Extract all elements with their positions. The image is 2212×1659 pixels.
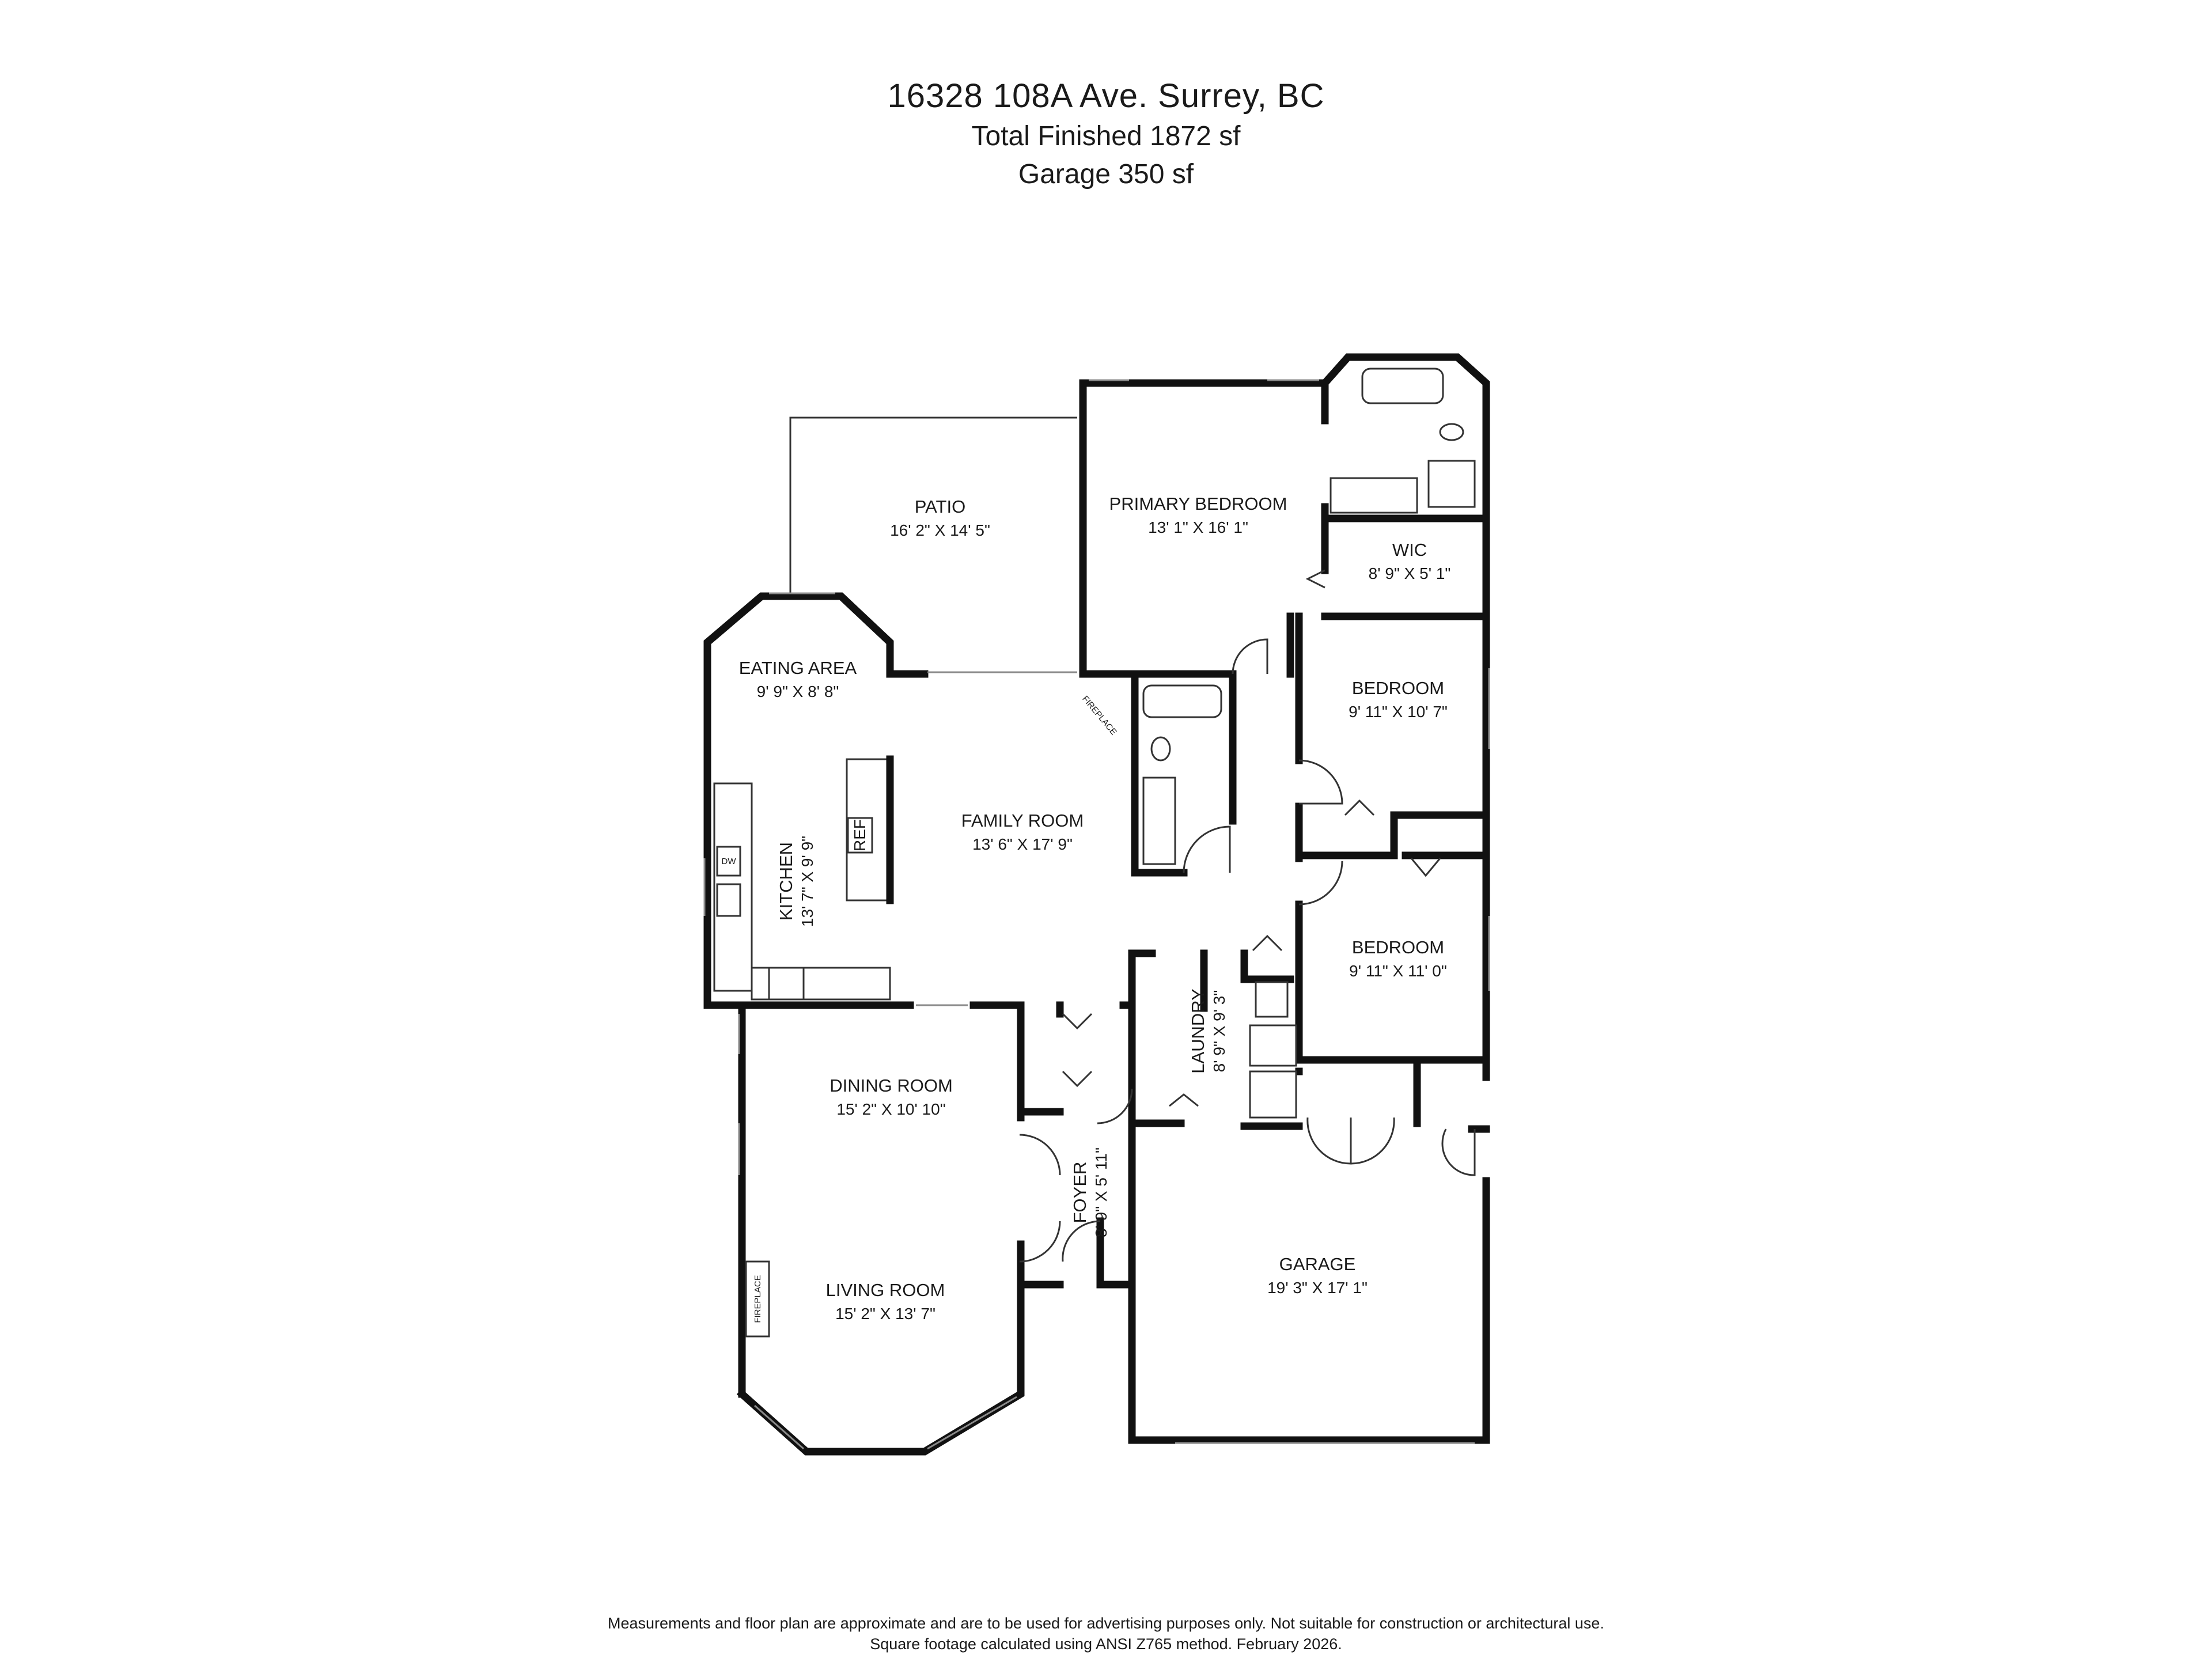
toilet-icon (1150, 736, 1171, 762)
laundry-dims: 8' 9" X 9' 3" (1210, 990, 1228, 1073)
vanity-icon (1330, 477, 1418, 514)
wic-name: WIC (1392, 540, 1427, 560)
patio-outline (789, 416, 1077, 596)
stove-icon (768, 967, 805, 1001)
dining-room-dims: 15' 2" X 10' 10" (836, 1100, 945, 1118)
foyer-dims: 8' 9" X 5' 11" (1092, 1147, 1110, 1237)
dishwasher-icon (716, 846, 741, 877)
bedroom-2-name: BEDROOM (1352, 937, 1444, 957)
refrigerator-label: REF (851, 819, 869, 851)
fireplace-living (745, 1260, 770, 1338)
bathtub-icon (1361, 368, 1444, 404)
doors (1019, 569, 1476, 1263)
plan-header: 16328 108A Ave. Surrey, BC Total Finishe… (0, 75, 2212, 194)
room-labels: PATIO 16' 2" X 14' 5" PRIMARY BEDROOM 13… (722, 494, 1451, 1323)
patio-name: PATIO (915, 497, 965, 517)
patio-dims: 16' 2" X 14' 5" (890, 521, 990, 539)
toilet-icon (1439, 423, 1464, 441)
laundry-sink-icon (1255, 981, 1289, 1018)
kitchen-dims: 13' 7" X 9' 9" (798, 836, 816, 927)
refrigerator-icon (847, 817, 873, 854)
fixtures (713, 368, 1476, 1338)
family-room-dims: 13' 6" X 17' 9" (972, 835, 1073, 853)
windows (703, 379, 1490, 1450)
kitchen-counter (751, 967, 891, 1001)
living-room-name: LIVING ROOM (826, 1280, 945, 1300)
kitchen-name: KITCHEN (776, 842, 796, 921)
bedroom-1-dims: 9' 11" X 10' 7" (1349, 703, 1448, 721)
fireplace-living-label: FIREPLACE (753, 1275, 763, 1323)
bathtub-icon (1142, 684, 1222, 718)
garage-area: Garage 350 sf (1018, 159, 1194, 190)
dining-room-name: DINING ROOM (830, 1075, 953, 1096)
dishwasher-label: DW (722, 857, 737, 866)
living-room-dims: 15' 2" X 13' 7" (835, 1305, 935, 1323)
disclaimer-line-1: Measurements and floor plan are approxim… (608, 1615, 1604, 1632)
bedroom-1-name: BEDROOM (1352, 678, 1444, 698)
eating-area-name: EATING AREA (739, 658, 857, 678)
washer-icon (1249, 1024, 1297, 1067)
vanity-icon (1142, 777, 1176, 865)
laundry-name: LAUNDRY (1188, 988, 1208, 1074)
garage-name: GARAGE (1279, 1254, 1356, 1274)
foyer-name: FOYER (1070, 1162, 1090, 1224)
disclaimer-line-2: Square footage calculated using ANSI Z76… (870, 1635, 1342, 1653)
family-room-name: FAMILY ROOM (961, 810, 1084, 831)
total-finished-area: Total Finished 1872 sf (971, 121, 1241, 151)
bedroom-2-dims: 9' 11" X 11' 0" (1349, 962, 1447, 980)
primary-bedroom-name: PRIMARY BEDROOM (1109, 494, 1287, 514)
shower-icon (1427, 460, 1476, 508)
fireplace-family-label: FIREPLACE (1080, 694, 1119, 737)
plan-disclaimer: Measurements and floor plan are approxim… (0, 1613, 2212, 1654)
wic-dims: 8' 9" X 5' 1" (1369, 565, 1451, 582)
dryer-icon (1249, 1070, 1297, 1119)
sink-icon (716, 883, 741, 917)
interior-walls (1017, 503, 1490, 1289)
kitchen-counter (713, 782, 753, 992)
address-title: 16328 108A Ave. Surrey, BC (887, 77, 1325, 115)
primary-bedroom-dims: 13' 1" X 16' 1" (1148, 518, 1248, 536)
eating-area-dims: 9' 9" X 8' 8" (757, 683, 839, 700)
garage-dims: 19' 3" X 17' 1" (1267, 1279, 1368, 1297)
